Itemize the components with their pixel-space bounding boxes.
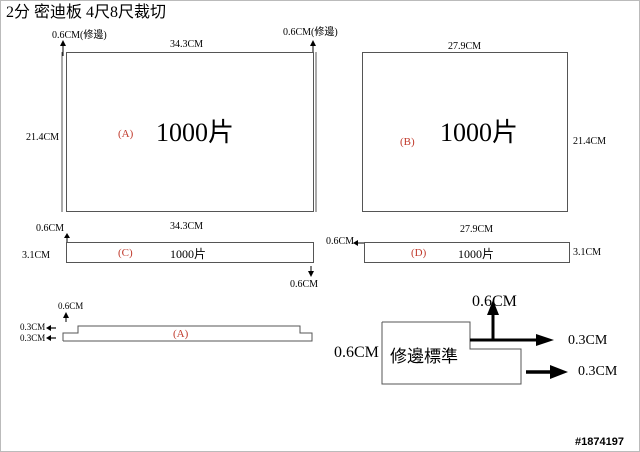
panel-c (66, 242, 314, 263)
panel-b-height: 21.4CM (573, 136, 607, 147)
panel-d-width: 27.9CM (460, 224, 494, 235)
panel-d (364, 242, 570, 263)
panel-c-trim-left-arrowhead (64, 233, 70, 238)
panel-d-qty: 1000片 (458, 247, 495, 261)
panel-d-height: 3.1CM (573, 247, 602, 258)
panel-a (66, 52, 314, 212)
panel-a-trim-left-arrowhead (60, 40, 66, 46)
profile-label: (A) (173, 328, 189, 340)
page-title: 2分 密迪板 4尺8尺裁切 (6, 4, 167, 21)
standard-vertical-arrowhead (487, 300, 499, 315)
profile-offset-top: 0.3CM (20, 322, 46, 332)
panel-a-height: 21.4CM (26, 132, 60, 143)
panel-d-label: (D) (411, 247, 427, 259)
standard-outline (381, 321, 522, 385)
panel-c-qty: 1000片 (170, 247, 207, 261)
panel-c-height: 3.1CM (22, 250, 51, 261)
panel-a-trim-right: 0.6CM(修邊) (283, 27, 338, 38)
panel-a-trim-left: 0.6CM(修邊) (52, 30, 107, 41)
panel-c-trim-bottom-arrowhead (308, 271, 314, 277)
panel-d-trim-left: 0.6CM (326, 236, 355, 247)
standard-left-value: 0.6CM (334, 344, 379, 361)
panel-c-width: 34.3CM (170, 221, 204, 232)
standard-right-top-arrowhead (536, 334, 554, 346)
panel-a-width: 34.3CM (170, 39, 204, 50)
panel-b (362, 52, 568, 212)
panel-c-trim-left: 0.6CM (36, 223, 65, 234)
panel-c-trim-bottom: 0.6CM (290, 279, 319, 290)
panel-c-label: (C) (118, 247, 133, 259)
profile-offset-bottom-arrowhead (46, 335, 51, 341)
standard-right-bottom-value: 0.3CM (578, 364, 618, 379)
profile-offset-top-arrowhead (46, 325, 51, 331)
panel-b-width: 27.9CM (448, 41, 482, 52)
profile-step-arrowhead (63, 312, 69, 318)
panel-a-label: (A) (118, 128, 134, 140)
watermark: #1874197 (575, 436, 624, 448)
standard-right-top-value: 0.3CM (568, 333, 608, 348)
panel-a-trim-right-arrowhead (310, 40, 316, 46)
standard-label: 修邊標準 (390, 347, 458, 366)
panel-b-qty: 1000片 (440, 118, 519, 147)
panel-d-trim-left-arrowhead (353, 240, 358, 246)
standard-right-bottom-arrowhead (550, 365, 568, 379)
profile-outline (62, 325, 313, 342)
profile-offset-bottom: 0.3CM (20, 333, 46, 343)
profile-step: 0.6CM (58, 301, 84, 311)
panel-b-label: (B) (400, 136, 415, 148)
panel-a-qty: 1000片 (156, 118, 235, 147)
standard-vertical-value: 0.6CM (472, 293, 517, 310)
